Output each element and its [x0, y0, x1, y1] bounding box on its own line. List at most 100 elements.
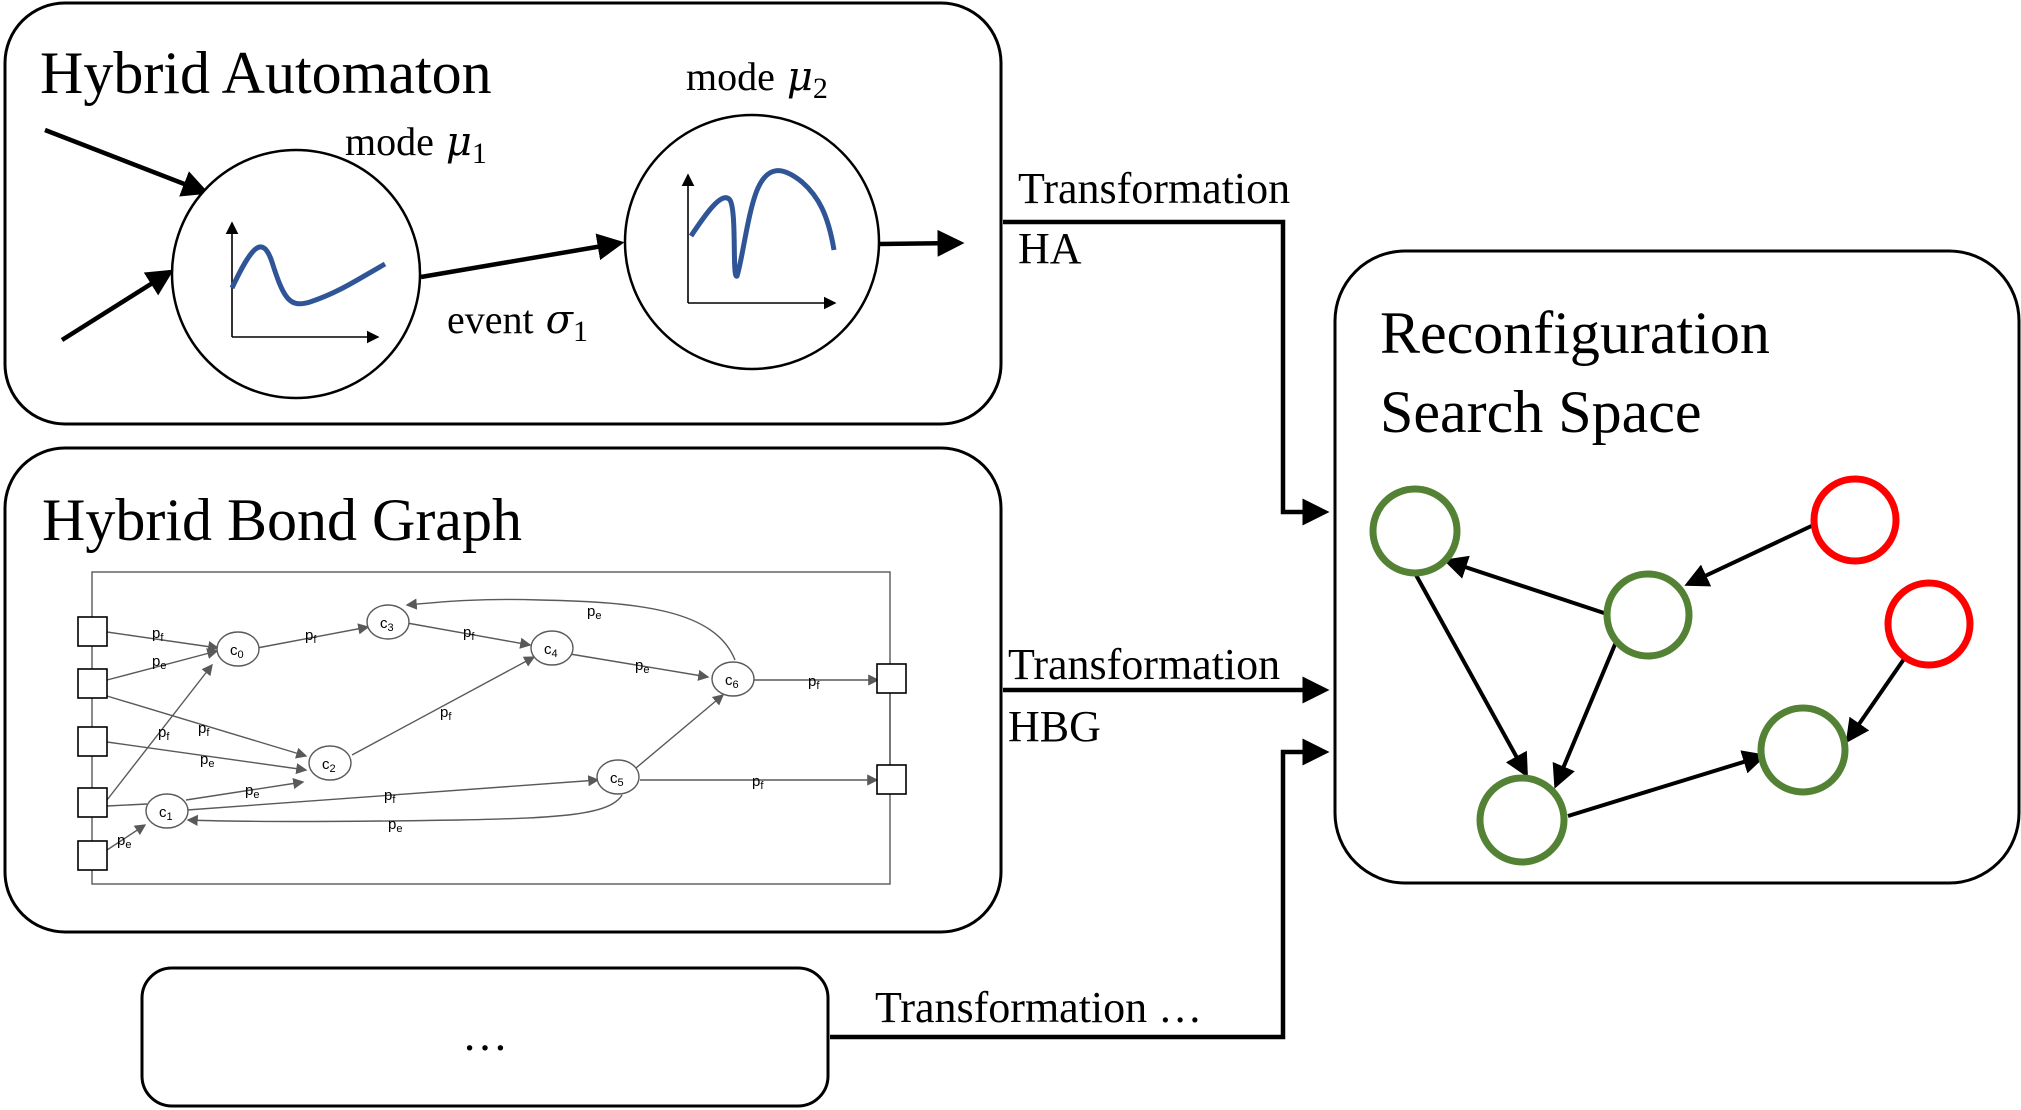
other-model-panel: …	[140, 966, 830, 1108]
fault-node-1	[1810, 475, 1900, 565]
mode-2-curve	[688, 168, 837, 279]
label-pf-c6-sink: pf	[808, 673, 820, 692]
node-c3: c3	[366, 604, 410, 640]
mode-1-state	[170, 148, 422, 400]
node-c5: c5	[596, 759, 640, 795]
hybrid-bond-graph-panel: Hybrid Bond Graph	[3, 446, 1003, 934]
hybrid-automaton-title: Hybrid Automaton	[40, 40, 492, 106]
node-c4: c4	[530, 630, 574, 666]
label-pf-c2-c4: pf	[440, 704, 452, 723]
edge-n2-to-n1	[1443, 555, 1608, 616]
label-pe-c4-c6: pe	[635, 657, 649, 676]
edge-c3-c4	[406, 622, 532, 649]
search-node-1	[1369, 485, 1461, 577]
edge-c4-c6	[569, 653, 710, 681]
transformation-hbg-label: Transformation	[1008, 640, 1280, 689]
edge-c6-c3-feedback	[405, 598, 736, 661]
label-pe-s3-c2: pe	[200, 751, 214, 770]
edge-s2-c2	[106, 695, 308, 759]
label-pf-c3-c4: pf	[463, 624, 475, 643]
hybrid-bond-graph-box	[3, 446, 1003, 934]
transformation-hbg-name: HBG	[1008, 702, 1101, 751]
source-square-3	[77, 726, 108, 757]
search-space-panel: Reconfiguration Search Space	[1333, 249, 2021, 885]
entry-arrow-lower	[60, 269, 174, 342]
edge-c2-c4	[351, 656, 536, 756]
transition-arrow-mode1-to-mode2	[420, 233, 625, 280]
edge-s4-c0	[106, 663, 213, 801]
source-square-1	[77, 616, 108, 647]
transformation-other-connector	[830, 738, 1330, 1040]
edge-fault1-to-n2	[1684, 520, 1821, 587]
edge-n1-to-n4	[1414, 574, 1528, 778]
source-square-5	[77, 840, 108, 871]
other-model-box	[140, 966, 830, 1108]
search-space-title-line1: Reconfiguration	[1380, 300, 1770, 366]
other-model-ellipsis: …	[462, 1009, 508, 1060]
edge-c1-c5	[186, 775, 600, 811]
entry-arrow-upper	[44, 127, 210, 197]
label-pf-s2-c2: pf	[198, 720, 210, 739]
edge-s4-c1-link	[106, 803, 148, 807]
node-c2: c2	[308, 745, 352, 781]
search-node-4	[1476, 774, 1568, 866]
label-pe-s5-c1: pe	[117, 832, 131, 851]
transformation-connectors: Transformation HA Transformation HBG Tra…	[830, 164, 1330, 1040]
edge-s5-c1	[106, 824, 147, 851]
mode-1-curve	[229, 244, 387, 307]
bond-graph-sources	[77, 616, 907, 871]
hybrid-bond-graph-title: Hybrid Bond Graph	[42, 487, 522, 553]
edge-n2-to-n4	[1552, 641, 1618, 789]
search-space-title-line2: Search Space	[1380, 379, 1702, 445]
edge-c1-c2	[185, 777, 305, 801]
transformation-ha-label: Transformation	[1018, 164, 1290, 213]
label-pf-c1-c5: pf	[384, 787, 396, 806]
label-pf-s1-c0: pf	[152, 625, 164, 644]
fault-node-2	[1884, 579, 1974, 669]
svg-text:c2: c2	[322, 756, 336, 775]
label-pe-s2-c0: pe	[152, 653, 166, 672]
svg-text:c4: c4	[544, 641, 558, 660]
label-pf-c5-sink: pf	[752, 773, 764, 792]
source-square-4	[77, 787, 108, 818]
bond-graph-edge-labels: pf pe pf pf pe pe pf pf pe pf pf pe pf p…	[117, 603, 820, 851]
label-pe-c5-c1: pe	[388, 816, 402, 835]
label-pf-c0-c3: pf	[305, 627, 317, 646]
svg-text:c6: c6	[725, 672, 739, 691]
node-c0: c0	[216, 631, 260, 667]
edge-c5-c6	[635, 694, 725, 769]
search-node-3	[1757, 704, 1849, 796]
exit-arrow	[878, 229, 965, 257]
bond-graph-nodes: c0 c3 c4 c6 c2 c5	[145, 604, 755, 829]
search-node-2	[1603, 570, 1693, 660]
svg-text:c5: c5	[610, 770, 624, 789]
edge-n4-to-n3	[1567, 750, 1767, 818]
transformation-other-label: Transformation …	[875, 983, 1202, 1032]
svg-text:c3: c3	[380, 615, 394, 634]
edge-s2-c0	[106, 648, 219, 681]
edge-c5-c1-feedback	[186, 794, 623, 826]
edge-s1-c0	[106, 631, 220, 653]
transformation-ha-name: HA	[1018, 224, 1082, 273]
label-pe-c1-c2: pe	[245, 782, 259, 801]
edge-c0-c3	[256, 623, 370, 649]
bond-graph-edges	[106, 598, 891, 851]
node-c1: c1	[145, 793, 189, 829]
transformation-ha-connector	[1003, 219, 1330, 526]
label-pf-s4-c0: pf	[158, 724, 170, 743]
edge-s3-c2	[106, 741, 308, 775]
mode-2-state	[623, 113, 881, 371]
edge-fault2-to-n3	[1845, 657, 1906, 744]
svg-text:c0: c0	[230, 642, 244, 661]
svg-text:c1: c1	[159, 804, 173, 823]
node-c6: c6	[711, 661, 755, 697]
sink-square-top	[876, 663, 907, 694]
sink-square-bottom	[876, 764, 907, 795]
source-square-2	[77, 668, 108, 699]
label-pe-c6-c3: pe	[587, 603, 601, 622]
